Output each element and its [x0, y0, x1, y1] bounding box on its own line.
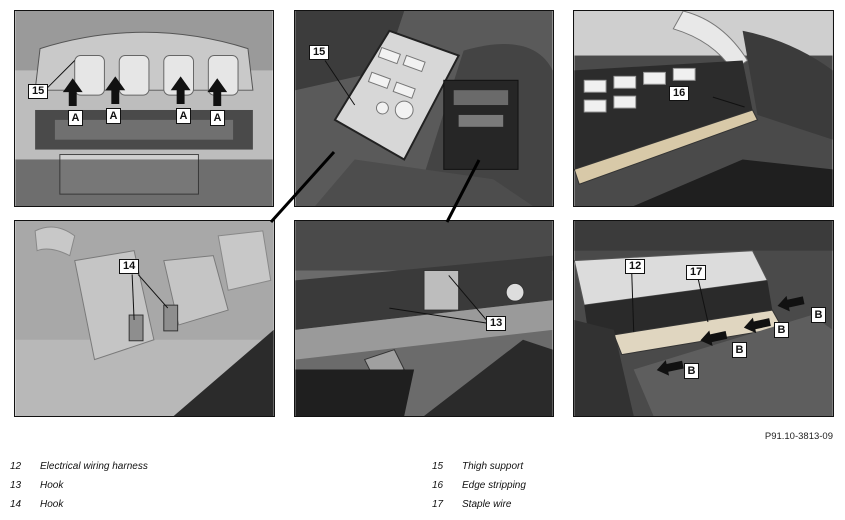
- legend-right: 15 Thigh support 16 Edge stripping 17 Stapl…: [432, 457, 526, 514]
- legend-item: 15 Thigh support: [432, 457, 526, 476]
- photo-seat-frame-illustration: [15, 11, 273, 206]
- legend-text: Edge stripping: [462, 480, 526, 491]
- legend-text: Hook: [40, 499, 64, 510]
- callout-b-4: B: [811, 307, 826, 323]
- callout-15: 15: [28, 84, 49, 99]
- callout-16: 16: [669, 86, 690, 101]
- photo-staple-wire-arrows-b: 12 17 B B B B: [573, 220, 834, 417]
- legend-number: 14: [10, 499, 22, 510]
- photo-staple-wire-illustration: [574, 221, 833, 416]
- callout-14: 14: [119, 259, 140, 274]
- legend-item: 13 Hook: [10, 476, 148, 495]
- legend-number: 13: [10, 480, 22, 491]
- callout-b-3: B: [774, 322, 789, 338]
- photo-thigh-support-illustration: [295, 11, 553, 206]
- legend-item: 14 Hook: [10, 495, 148, 514]
- legend-number: 15: [432, 461, 444, 472]
- callout-15-detail: 15: [309, 45, 330, 60]
- legend-text: Electrical wiring harness: [40, 461, 148, 472]
- callout-12: 12: [625, 259, 646, 274]
- legend-number: 17: [432, 499, 444, 510]
- legend-text: Staple wire: [462, 499, 512, 510]
- callout-a-1: A: [68, 110, 83, 126]
- callout-a-4: A: [210, 110, 225, 126]
- legend-text: Thigh support: [462, 461, 524, 472]
- legend-item: 12 Electrical wiring harness: [10, 457, 148, 476]
- callout-a-2: A: [106, 108, 121, 124]
- callout-13: 13: [486, 316, 507, 331]
- photo-edge-stripping: 16: [573, 10, 834, 207]
- legend-number: 16: [432, 480, 444, 491]
- legend-item: 17 Staple wire: [432, 495, 526, 514]
- figure-id: P91.10-3813-09: [764, 431, 833, 442]
- photo-hook-13-rail: 13: [294, 220, 554, 417]
- legend-item: 16 Edge stripping: [432, 476, 526, 495]
- legend-text: Hook: [40, 480, 64, 491]
- photo-hook-14-detail: 14: [14, 220, 275, 417]
- photo-hook-14-illustration: [15, 221, 274, 416]
- callout-a-3: A: [176, 108, 191, 124]
- legend-number: 12: [10, 461, 22, 472]
- callout-b-2: B: [732, 342, 747, 358]
- photo-seat-frame-arrows-a: 15 A A A A: [14, 10, 274, 207]
- photo-thigh-support: 15: [294, 10, 554, 207]
- callout-17: 17: [686, 265, 707, 280]
- photo-hook-13-illustration: [295, 221, 553, 416]
- photo-edge-stripping-illustration: [574, 11, 833, 206]
- callout-b-1: B: [684, 363, 699, 379]
